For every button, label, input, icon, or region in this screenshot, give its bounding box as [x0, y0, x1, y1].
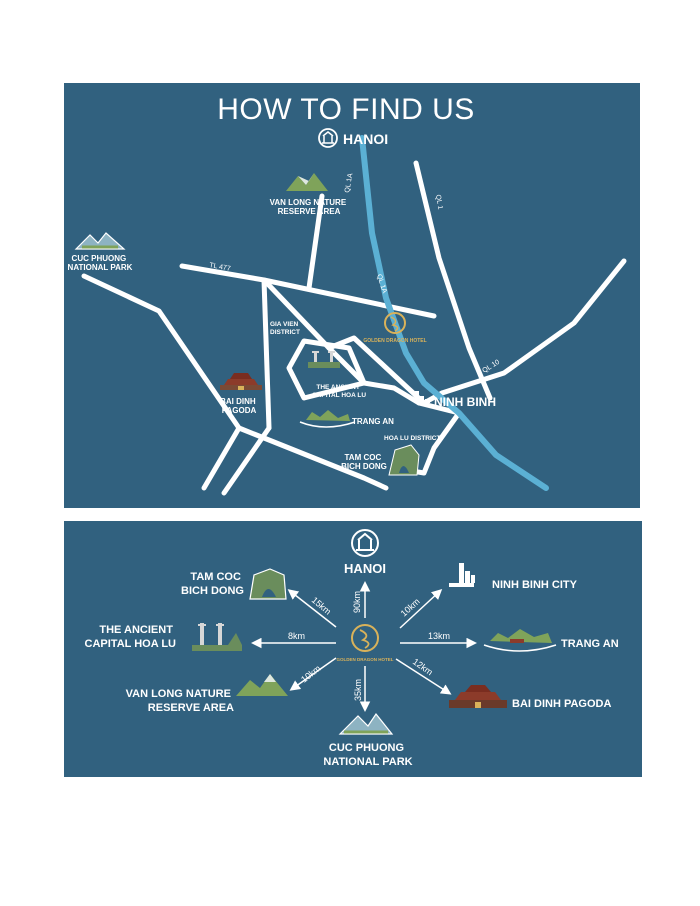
- distance-tam-coc: 15km: [310, 595, 333, 617]
- road-ninh-binh: [326, 335, 445, 406]
- road-hoa-lu-loop: [286, 338, 367, 401]
- hotel-logo-icon: [384, 312, 406, 334]
- tam-coc-label: TAM COC BICH DONG: [181, 571, 244, 597]
- map-panel: HOW TO FIND US HANOI QL 1A QL 1A QL 1 TL…: [64, 83, 640, 508]
- ninh-binh-label: NINH BINH: [434, 395, 496, 409]
- road-ql1: [413, 160, 493, 401]
- arrow-van-long: [289, 657, 337, 691]
- boat-icon: [483, 629, 557, 652]
- bai-dinh-label: BAI DINH PAGODA: [512, 698, 611, 710]
- road-tam-coc: [361, 380, 422, 406]
- arrows: [251, 581, 477, 712]
- temple-icon: [308, 351, 340, 368]
- highway-ql1a: [359, 135, 549, 491]
- trang-an-label: TRANG AN: [352, 417, 394, 426]
- hotel-label: GOLDEN DRAGON HOTEL: [337, 657, 394, 662]
- road-gia-vien: [261, 277, 272, 431]
- hoa-lu-label: THE ANCIENT CAPITAL HOA LU: [85, 624, 177, 650]
- pagoda-icon: [220, 373, 262, 390]
- mountain-icon: [286, 173, 328, 191]
- road-label-ql1: QL 1: [434, 194, 444, 210]
- gia-vien-label: GIA VIEN DISTRICT: [270, 321, 300, 336]
- arrow-bai-dinh: [395, 658, 452, 695]
- van-long-label: VAN LONG NATURE RESERVE AREA: [126, 688, 234, 714]
- roads: [81, 160, 627, 496]
- distance-trang-an: 13km: [428, 631, 450, 641]
- road-van-long: [306, 193, 325, 291]
- temple-icon: [192, 623, 242, 651]
- hanoi-label: HANOI: [344, 561, 386, 576]
- road-label-ql1a-mid: QL 1A: [375, 273, 388, 294]
- arrow-tam-coc: [287, 589, 337, 628]
- distance-diagram: GOLDEN DRAGON HOTEL 90km 10km 13km 12km …: [85, 529, 619, 768]
- tam-coc-label: TAM COC BICH DONG: [341, 453, 387, 471]
- distance-van-long: 10km: [299, 663, 323, 684]
- cave-icon: [388, 444, 420, 476]
- distance-panel: GOLDEN DRAGON HOTEL 90km 10km 13km 12km …: [64, 521, 642, 777]
- hanoi-logo-icon: [318, 128, 338, 148]
- van-long-label: VAN LONG NATURE RESERVE AREA: [270, 198, 349, 216]
- road-main-south: [236, 425, 389, 491]
- map-title: HOW TO FIND US: [217, 93, 475, 126]
- ninh-binh-city-label: NINH BINH CITY: [492, 579, 578, 591]
- road-ql10: [439, 258, 627, 396]
- bai-dinh-label: BAI DINH PAGODA: [220, 397, 258, 415]
- trang-an-label: TRANG AN: [561, 638, 619, 650]
- mountain-icon: [338, 712, 394, 735]
- hoa-lu-capital-label: THE ANCIENT CAPITAL HOA LU: [312, 384, 366, 399]
- route-map: HOW TO FIND US HANOI QL 1A QL 1A QL 1 TL…: [68, 93, 627, 496]
- road-southwest-1: [201, 425, 242, 491]
- city-icon: [415, 391, 430, 403]
- distance-bai-dinh: 12km: [411, 656, 435, 677]
- road-tl477: [179, 263, 437, 319]
- hotel-logo-icon: [351, 624, 379, 652]
- distance-cuc-phuong: 35km: [353, 679, 363, 701]
- boat-icon: [299, 410, 356, 428]
- city-icon: [449, 563, 475, 587]
- hoa-lu-district-label: HOA LU DISTRICT: [384, 435, 440, 442]
- cave-icon: [249, 568, 287, 600]
- cuc-phuong-label: CUC PHUONG NATIONAL PARK: [68, 254, 133, 272]
- road-label-tl477: TL 477: [209, 262, 232, 273]
- hanoi-logo-icon: [351, 529, 379, 557]
- road-cuc-phuong: [81, 273, 242, 431]
- mountain-icon: [236, 674, 288, 696]
- cuc-phuong-label: CUC PHUONG NATIONAL PARK: [323, 742, 412, 768]
- map-hanoi-label: HANOI: [343, 131, 388, 147]
- mountain-icon: [74, 232, 126, 250]
- distance-ninh-binh-city: 10km: [399, 596, 422, 618]
- arrow-ninh-binh-city: [399, 588, 443, 629]
- distance-hoa-lu: 8km: [288, 631, 305, 641]
- pagoda-icon: [449, 685, 507, 708]
- distance-hanoi: 90km: [352, 591, 362, 613]
- golden-dragon-label: GOLDEN DRAGON HOTEL: [363, 338, 426, 344]
- road-label-ql1a-top: QL 1A: [344, 173, 354, 194]
